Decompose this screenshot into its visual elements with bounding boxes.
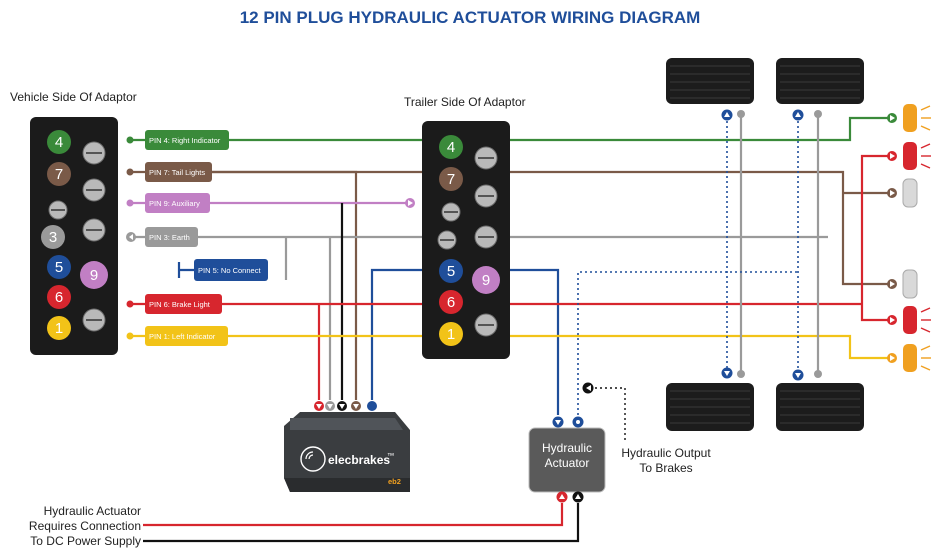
power-note-line1: Hydraulic Actuator bbox=[44, 504, 141, 518]
trailer-side-label: Trailer Side Of Adaptor bbox=[404, 95, 526, 109]
vehicle-pin-4: 4 bbox=[55, 134, 63, 151]
hydraulic-actuator: Hydraulic Actuator bbox=[528, 382, 606, 503]
lamps bbox=[887, 104, 931, 372]
pin9-label: PIN 9: Auxiliary bbox=[149, 199, 200, 208]
lamp-brake-bottom bbox=[903, 306, 917, 334]
wire-end-dots bbox=[126, 136, 136, 340]
controller-tm: ™ bbox=[387, 451, 395, 460]
vehicle-adaptor: 4 7 3 5 9 6 1 bbox=[30, 117, 118, 355]
wire-blue-controller bbox=[370, 268, 442, 400]
lamp-left-indicator bbox=[903, 344, 917, 372]
elecbrakes-controller: elecbrakes ™ eb2 bbox=[284, 412, 410, 492]
vehicle-pin-5: 5 bbox=[55, 259, 63, 276]
lamp-brake-top bbox=[903, 142, 917, 170]
trailer-adaptor: 4 7 5 9 6 1 bbox=[422, 121, 510, 359]
pin6-label: PIN 6: Brake Light bbox=[149, 300, 211, 309]
vehicle-pin-1: 1 bbox=[55, 320, 63, 337]
controller-brand: elecbrakes bbox=[328, 453, 390, 467]
vehicle-pin-9: 9 bbox=[90, 267, 98, 284]
wire-power-negative bbox=[143, 503, 580, 543]
controller-terminals bbox=[314, 401, 377, 411]
wheel-top-left bbox=[666, 58, 754, 104]
wires bbox=[130, 114, 888, 543]
lamp-tail-top bbox=[902, 178, 918, 208]
trailer-pin-1: 1 bbox=[447, 326, 455, 343]
actuator-line1: Hydraulic bbox=[542, 441, 592, 455]
vehicle-pin-3: 3 bbox=[49, 229, 57, 246]
pin-label-tags: PIN 4: Right Indicator PIN 7: Tail Light… bbox=[145, 130, 268, 346]
trailer-pin-5: 5 bbox=[447, 263, 455, 280]
trailer-pin-9: 9 bbox=[482, 272, 490, 289]
diagram-title: 12 PIN PLUG HYDRAULIC ACTUATOR WIRING DI… bbox=[240, 8, 701, 27]
vehicle-pin-6: 6 bbox=[55, 289, 63, 306]
lamp-right-indicator bbox=[903, 104, 917, 132]
pin4-label: PIN 4: Right Indicator bbox=[149, 136, 221, 145]
trailer-pin-6: 6 bbox=[447, 294, 455, 311]
wheel-bottom-right bbox=[776, 383, 864, 431]
power-note-line3: To DC Power Supply bbox=[30, 534, 141, 548]
wheel-top-right bbox=[776, 58, 864, 104]
pin3-label: PIN 3: Earth bbox=[149, 233, 190, 242]
hydraulic-output-line2: To Brakes bbox=[639, 461, 692, 475]
pin7-label: PIN 7: Tail Lights bbox=[149, 168, 205, 177]
actuator-line2: Actuator bbox=[545, 456, 590, 470]
hydraulic-output-line1: Hydraulic Output bbox=[621, 446, 711, 460]
wire-no-connect bbox=[177, 262, 194, 278]
wheels bbox=[666, 58, 864, 431]
controller-badge: eb2 bbox=[388, 477, 401, 486]
hydraulic-lines bbox=[577, 116, 799, 415]
power-note-line2: Requires Connection bbox=[29, 519, 141, 533]
wheel-bottom-left bbox=[666, 383, 754, 431]
vehicle-pin-7: 7 bbox=[55, 166, 63, 183]
lamp-tail-bottom bbox=[902, 269, 918, 299]
pin1-label: PIN 1: Left Indicator bbox=[149, 332, 216, 341]
wire-tail-lights-controller bbox=[212, 170, 358, 400]
hydraulic-output-line bbox=[590, 387, 626, 440]
wire-power-positive bbox=[143, 503, 564, 527]
trailer-pin-4: 4 bbox=[447, 139, 455, 156]
pin5-label: PIN 5: No Connect bbox=[198, 266, 261, 275]
trailer-pin-7: 7 bbox=[447, 171, 455, 188]
vehicle-side-label: Vehicle Side Of Adaptor bbox=[10, 90, 137, 104]
wire-earth-controller bbox=[284, 237, 332, 400]
